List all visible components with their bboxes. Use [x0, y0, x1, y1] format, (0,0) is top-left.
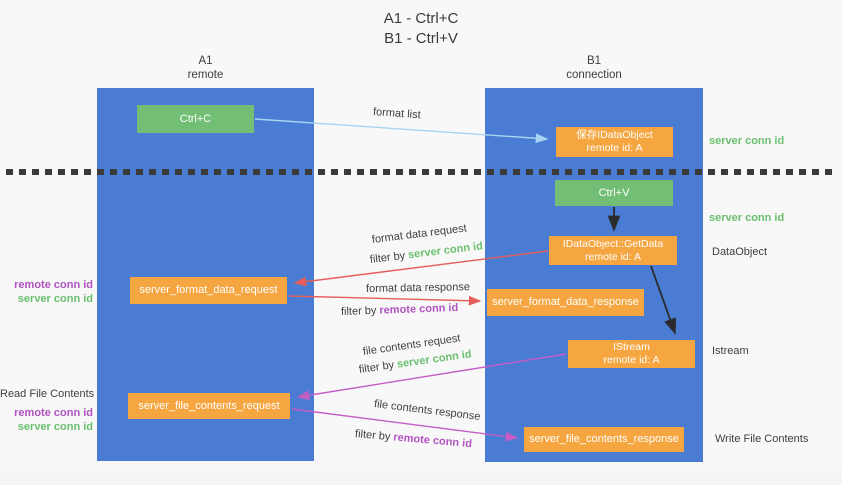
node-ctrl-v-label: Ctrl+V — [598, 186, 630, 199]
left-remote-conn-id-1: remote conn id — [14, 279, 93, 291]
filter-by-text: filter by — [358, 359, 395, 376]
node-save-dataobject: 保存IDataObject remote id: A — [556, 127, 673, 157]
copy-paste-separator-line — [6, 169, 834, 175]
node-istream: IStream remote id: A — [568, 340, 695, 368]
node-getdata-line2: remote id: A — [584, 250, 642, 263]
node-ctrl-v: Ctrl+V — [555, 180, 673, 206]
column-header-a1: A1 remote — [97, 54, 314, 82]
left-server-conn-id-1: server conn id — [17, 293, 93, 305]
label-format-list: format list — [372, 106, 422, 122]
label-file-contents-response: file contents response — [373, 398, 482, 424]
node-idataobject-getdata: IDataObject::GetData remote id: A — [549, 236, 677, 265]
node-server-file-contents-response: server_file_contents_response — [524, 427, 684, 452]
diagram-title: A1 - Ctrl+C B1 - Ctrl+V — [0, 9, 842, 49]
node-server-format-data-request: server_format_data_request — [130, 277, 287, 304]
node-format-response-label: server_format_data_response — [492, 296, 639, 308]
read-file-contents-label: Read File Contents — [0, 388, 95, 400]
node-save-dataobject-line2: remote id: A — [586, 142, 643, 154]
node-ctrl-c: Ctrl+C — [137, 105, 254, 133]
title-line-1: A1 - Ctrl+C — [383, 10, 459, 27]
node-istream-line1: IStream — [613, 341, 650, 353]
column-header-b1: B1 connection — [485, 54, 703, 82]
column-a1-id: A1 — [198, 55, 213, 67]
dataobject-label: DataObject — [712, 246, 768, 258]
istream-label: Istream — [712, 345, 749, 357]
column-b1-role: connection — [566, 69, 622, 81]
left-conn-id-labels-upper: remote conn id server conn id — [0, 278, 93, 306]
left-conn-id-labels-lower: remote conn id server conn id — [0, 406, 93, 434]
right-server-conn-id-2: server conn id — [709, 212, 785, 224]
node-format-request-label: server_format_data_request — [139, 284, 278, 296]
column-a1-role: remote — [187, 69, 224, 81]
title-line-2: B1 - Ctrl+V — [384, 30, 458, 47]
remote-conn-id-text: remote conn id — [392, 431, 473, 451]
node-ctrl-c-label: Ctrl+C — [179, 112, 212, 125]
node-server-file-contents-request: server_file_contents_request — [128, 393, 290, 419]
label-format-data-response: format data response — [365, 281, 471, 295]
node-file-response-label: server_file_contents_response — [529, 433, 679, 445]
column-b1-id: B1 — [586, 55, 602, 67]
remote-conn-id-text: remote conn id — [379, 301, 459, 317]
node-istream-line2: remote id: A — [603, 354, 660, 366]
write-file-contents-label: Write File Contents — [715, 433, 809, 445]
filter-by-text: filter by — [354, 428, 391, 444]
left-remote-conn-id-2: remote conn id — [14, 407, 93, 419]
node-save-dataobject-line1: 保存IDataObject — [576, 129, 653, 141]
node-server-format-data-response: server_format_data_response — [487, 289, 644, 316]
filter-by-text: filter by — [369, 249, 406, 266]
right-server-conn-id-1: server conn id — [709, 135, 785, 147]
filter-by-text: filter by — [340, 304, 377, 318]
arrow-format-data-response — [288, 295, 482, 306]
server-conn-id-text: server conn id — [407, 240, 484, 262]
left-server-conn-id-2: server conn id — [17, 421, 93, 433]
node-getdata-line1: IDataObject::GetData — [562, 237, 664, 250]
node-file-request-label: server_file_contents_request — [138, 399, 280, 412]
